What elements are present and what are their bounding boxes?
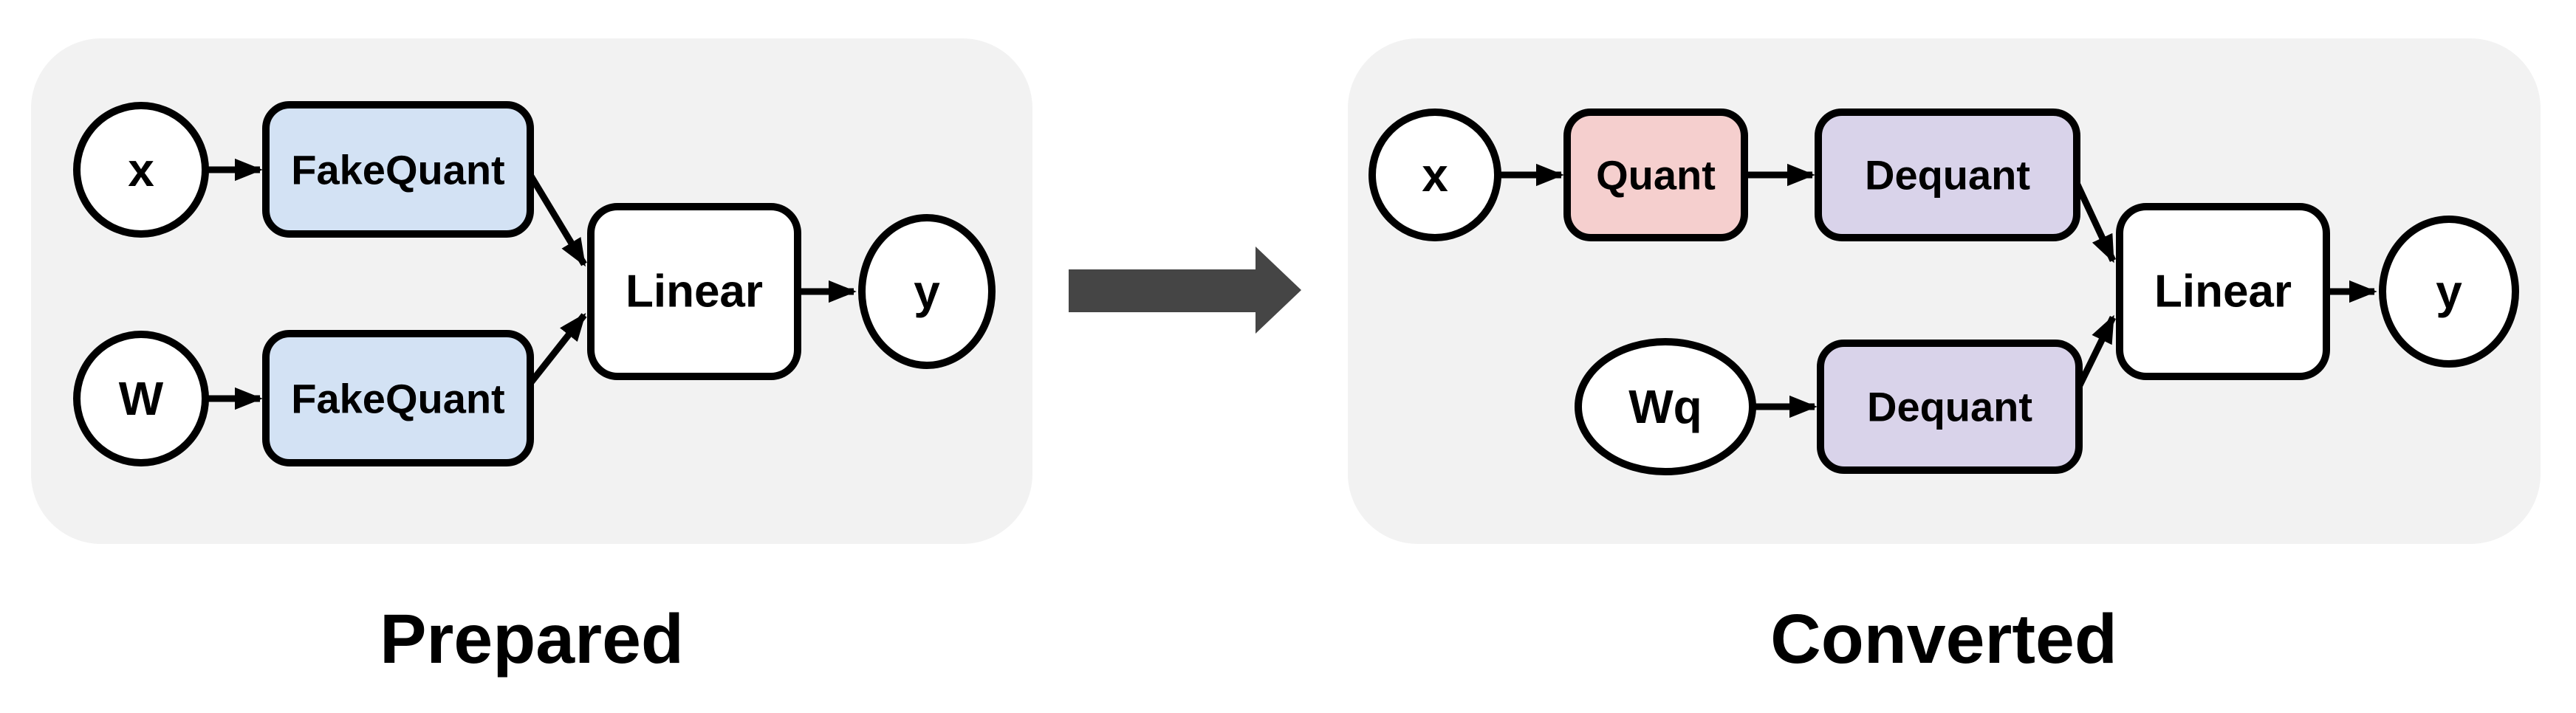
edge-dequant-top-to-linear (2073, 182, 2117, 264)
node-dequant-activation-shape (1815, 108, 2080, 241)
node-linear-prepared: Linear (587, 203, 801, 380)
node-fakequant-weight-label: FakeQuant (291, 376, 504, 422)
node-quant-label: Quant (1596, 152, 1716, 199)
node-output-y-converted-shape (2379, 216, 2519, 368)
node-output-y-prepared-shape (858, 214, 996, 369)
node-linear-converted-label: Linear (2154, 266, 2292, 317)
edge-fakequant-top-to-linear (527, 173, 587, 267)
node-dequant-activation: Dequant (1815, 108, 2080, 241)
node-weight-wq-label: Wq (1628, 380, 1702, 433)
edge-fakequant-bottom-to-linear (523, 313, 587, 391)
node-dequant-weight: Dequant (1817, 340, 2083, 474)
node-quant-shape (1563, 108, 1748, 241)
node-output-y-converted-label: y (2436, 265, 2462, 318)
node-dequant-weight-shape (1817, 340, 2083, 474)
node-input-x-converted-label: x (1422, 148, 1448, 202)
edge-dequant-bottom-to-linear (2075, 314, 2117, 388)
node-input-x: x (73, 102, 209, 238)
node-output-y-prepared: y (858, 214, 996, 369)
conversion-arrow-icon (1069, 247, 1301, 334)
node-dequant-weight-label: Dequant (1867, 384, 2032, 430)
node-fakequant-activation: FakeQuant (262, 101, 534, 238)
node-fakequant-activation-label: FakeQuant (291, 147, 504, 193)
node-weight-wq: Wq (1575, 338, 1756, 475)
converted-caption: Converted (1770, 600, 2117, 678)
node-fakequant-weight-shape (262, 330, 534, 466)
node-input-x-converted-shape (1368, 108, 1501, 241)
prepared-caption: Prepared (380, 600, 684, 678)
node-input-x-converted: x (1368, 108, 1501, 241)
node-output-y-prepared-label: y (914, 265, 940, 318)
node-linear-prepared-label: Linear (626, 266, 763, 317)
node-quant: Quant (1563, 108, 1748, 241)
node-weight-w-shape (73, 331, 209, 466)
node-weight-w: W (73, 331, 209, 466)
node-fakequant-weight: FakeQuant (262, 330, 534, 466)
node-output-y-converted: y (2379, 216, 2519, 368)
node-linear-converted-shape (2116, 203, 2330, 380)
node-weight-w-label: W (119, 372, 164, 425)
node-input-x-shape (73, 102, 209, 238)
node-linear-prepared-shape (587, 203, 801, 380)
node-dequant-activation-label: Dequant (1865, 152, 2030, 199)
node-weight-wq-shape (1575, 338, 1756, 475)
node-linear-converted: Linear (2116, 203, 2330, 380)
prepared-panel: x FakeQuant W FakeQuant Linear y Prepare (31, 38, 1032, 678)
node-fakequant-activation-shape (262, 101, 534, 238)
converted-panel: x Quant Dequant Wq Dequant Linear (1348, 38, 2541, 678)
node-input-x-label: x (128, 143, 154, 196)
